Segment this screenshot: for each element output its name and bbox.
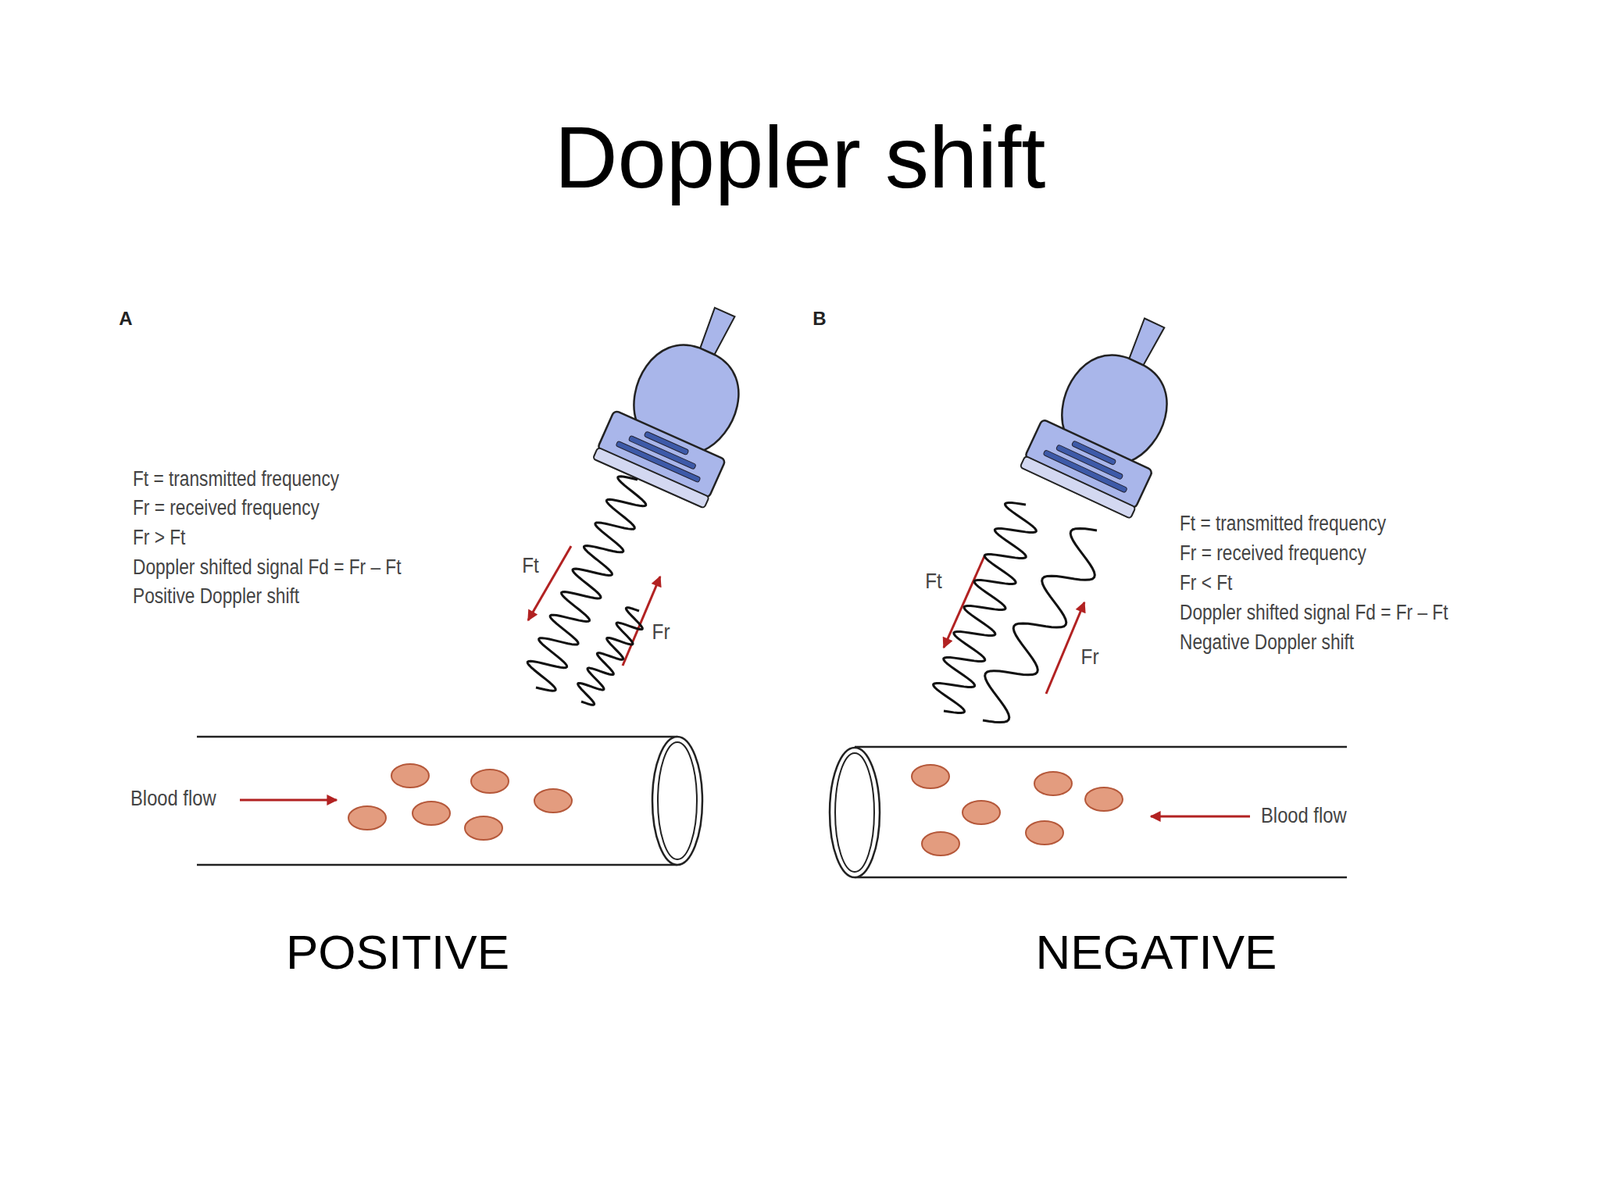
legend-note: Negative Doppler shift <box>1179 631 1354 655</box>
red-blood-cells <box>348 764 572 840</box>
frequency-label: Fr <box>652 621 671 645</box>
sound-wave <box>933 502 1037 713</box>
blood-vessel <box>829 746 1347 878</box>
flow-label: Blood flow <box>1260 804 1347 829</box>
flow-arrow <box>1150 815 1250 818</box>
shift-type: POSITIVE <box>285 925 510 979</box>
legend-note: Fr < Ft <box>1179 571 1233 596</box>
legend-note: Doppler shifted signal Fd = Fr – Ft <box>132 556 402 580</box>
blood-vessel <box>196 736 703 865</box>
legend-note: Fr > Ft <box>132 526 186 550</box>
ultrasound-probe <box>592 287 781 509</box>
flow-arrow <box>239 799 337 802</box>
title: Doppler shift <box>554 109 1047 206</box>
legend-note: Fr = received frequency <box>132 496 320 521</box>
ultrasound-probe <box>1020 296 1211 518</box>
shift-type: NEGATIVE <box>1035 925 1278 979</box>
legend-note: Ft = transmitted frequency <box>132 467 340 492</box>
legend-note: Positive Doppler shift <box>132 585 300 609</box>
frequency-label: Ft <box>521 554 540 579</box>
panel-letter: A <box>118 308 133 329</box>
flow-label: Blood flow <box>130 787 217 811</box>
red-blood-cells <box>911 764 1123 856</box>
sound-wave <box>578 607 643 706</box>
legend-note: Doppler shifted signal Fd = Fr – Ft <box>1179 601 1449 625</box>
frequency-label: Fr <box>1081 646 1100 670</box>
frequency-label: Ft <box>925 570 943 594</box>
sound-wave <box>982 528 1097 722</box>
sound-wave <box>527 476 646 691</box>
panel-letter: B <box>812 308 826 329</box>
legend-note: Ft = transmitted frequency <box>1179 512 1386 536</box>
legend-note: Fr = received frequency <box>1179 542 1367 566</box>
